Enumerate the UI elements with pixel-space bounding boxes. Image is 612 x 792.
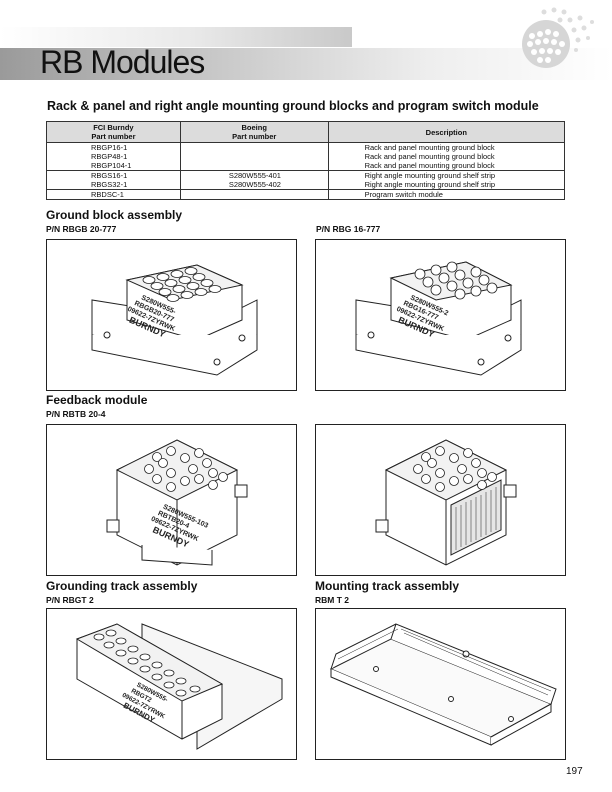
boeing-cell xyxy=(179,189,329,200)
fci-cell: RBGP16-1 RBGP48-1 RBGP104-1 xyxy=(46,142,181,171)
page-title: RB Modules xyxy=(40,44,205,80)
grounding-track-figure: S280W555- RBGT2 09622-7ZYRWK BURNDY xyxy=(46,608,297,760)
ground-block-pn-left: P/N RBGB 20-777 xyxy=(46,224,117,234)
grounding-track-pn: P/N RBGT 2 xyxy=(46,595,94,605)
table-row: RBGP16-1 RBGP48-1 RBGP104-1 Rack and pan… xyxy=(46,142,566,171)
feedback-left-figure: S280W555-103 RBTB20-4 09622-7ZYRWK BURND… xyxy=(46,424,297,576)
description-cell: Right angle mounting ground shelf strip … xyxy=(327,170,566,190)
fci-cell: RBGS16-1 RBGS32-1 xyxy=(46,170,181,190)
fci-cell: RBDSC-1 xyxy=(46,189,181,200)
mounting-track-pn: RBM T 2 xyxy=(315,595,349,605)
ground-block-pn-right: P/N RBG 16-777 xyxy=(316,224,381,234)
boeing-cell xyxy=(179,142,329,171)
mounting-track-title: Mounting track assembly xyxy=(315,579,460,593)
table-row: RBDSC-1 Program switch module xyxy=(46,189,566,200)
header-top xyxy=(0,0,612,27)
grounding-track-title: Grounding track assembly xyxy=(46,579,198,593)
mounting-track-figure xyxy=(315,608,566,760)
page-number: 197 xyxy=(566,766,583,777)
ground-block-left-figure: S280W555- RBGB20-777 09622-7ZYRWK BURNDY xyxy=(46,239,297,391)
ground-block-right-figure: S280W555-2 RBG16-777 09622-7ZYRWK BURNDY xyxy=(315,239,566,391)
header-band xyxy=(0,48,612,80)
boeing-cell: S280W555-401 S280W555-402 xyxy=(179,170,329,190)
table-row: RBGS16-1 RBGS32-1 S280W555-401 S280W555-… xyxy=(46,170,566,190)
ground-block-title: Ground block assembly xyxy=(46,208,183,222)
table-heading: Rack & panel and right angle mounting gr… xyxy=(47,99,539,113)
header-bar xyxy=(0,27,352,47)
decorative-dots-icon xyxy=(522,7,594,68)
description-cell: Rack and panel mounting ground block Rac… xyxy=(327,142,566,171)
feedback-right-figure xyxy=(315,424,566,576)
column-header-description: Description xyxy=(327,121,566,143)
feedback-pn: P/N RBTB 20-4 xyxy=(46,409,106,419)
description-cell: Program switch module xyxy=(327,189,566,200)
feedback-title: Feedback module xyxy=(46,393,148,407)
